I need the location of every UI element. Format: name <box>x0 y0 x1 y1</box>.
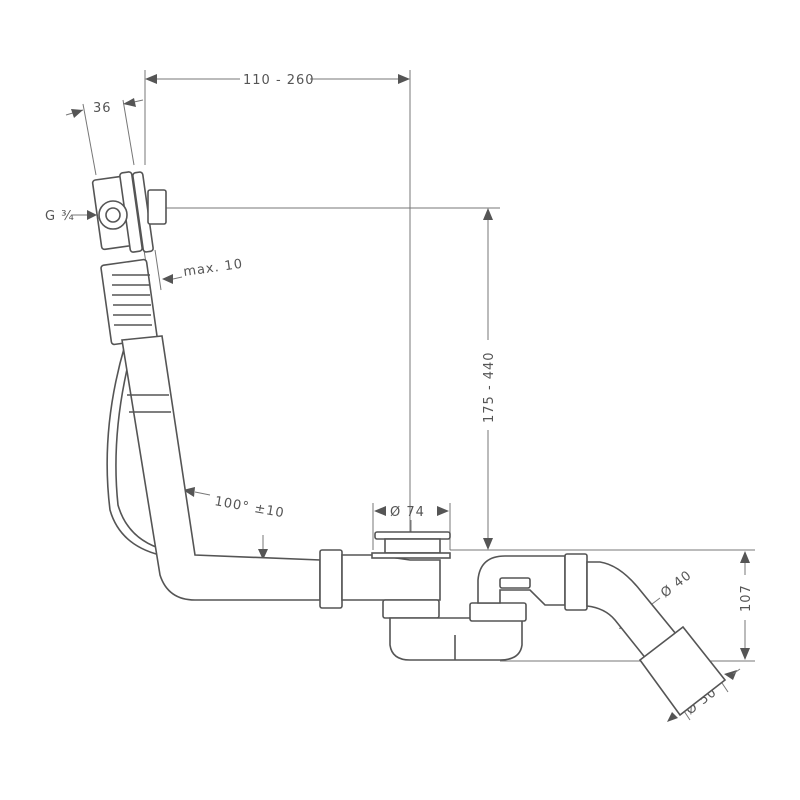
label-107: 107 <box>739 584 754 612</box>
dimension-36: 36 <box>65 98 144 176</box>
label-max-10: max. 10 <box>182 257 244 280</box>
overflow-fitting <box>91 171 167 253</box>
label-angle: 100° ±10 <box>213 494 285 521</box>
label-g34: G ¾ <box>45 209 75 224</box>
label-40: Ø 40 <box>658 568 695 601</box>
dimension-175-440: 175 - 440 <box>482 208 497 550</box>
label-175-440: 175 - 440 <box>482 351 497 423</box>
dimension-74: Ø 74 <box>372 503 451 550</box>
dimension-107: 107 <box>450 549 755 662</box>
label-110-260: 110 - 260 <box>243 73 315 88</box>
overflow-pipe <box>121 335 321 601</box>
dimension-g34: G ¾ <box>45 209 97 224</box>
label-74: Ø 74 <box>390 505 425 520</box>
flexible-hose <box>100 258 166 556</box>
dimension-max-10: max. 10 <box>143 249 244 291</box>
drain-body <box>319 531 527 661</box>
outlet-bend <box>477 553 727 717</box>
dimension-110-260: 110 - 260 <box>144 70 411 540</box>
label-36: 36 <box>93 101 112 116</box>
dimension-angle: 100° ±10 <box>183 487 286 560</box>
